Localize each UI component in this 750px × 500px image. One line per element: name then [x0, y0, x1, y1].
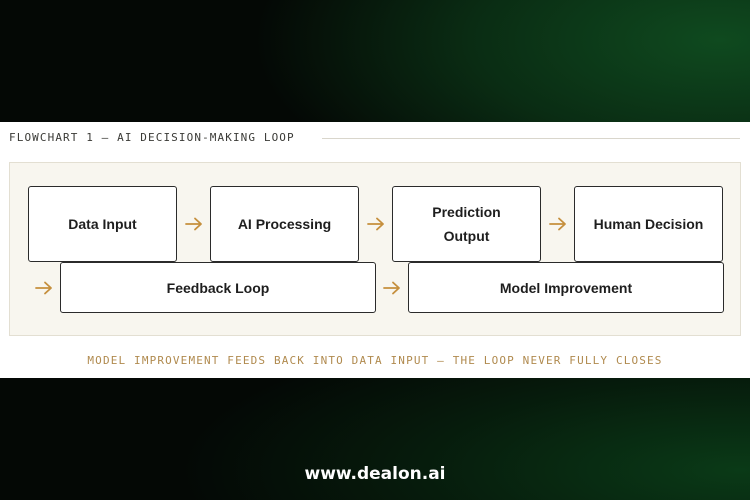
node-label: Feedback Loop: [166, 279, 270, 296]
flowchart-panel: FLOWCHART 1 — AI DECISION-MAKING LOOP Da…: [0, 122, 750, 378]
arrow-right-icon: [35, 281, 52, 295]
flowchart-caption: MODEL IMPROVEMENT FEEDS BACK INTO DATA I…: [87, 354, 663, 367]
node-label: AI Processing: [237, 216, 332, 232]
footer-url: www.dealon.ai: [304, 464, 446, 484]
flowchart-title: FLOWCHART 1 — AI DECISION-MAKING LOOP: [9, 131, 295, 144]
arrow-right-icon: [367, 217, 384, 231]
node-label: Data Input: [68, 216, 137, 232]
arrow-right-icon: [185, 217, 202, 231]
node-data-input: Data Input: [28, 186, 177, 262]
arrow-right-icon: [549, 217, 566, 231]
node-model-improvement: Model Improvement: [408, 262, 724, 313]
title-divider: [322, 138, 740, 139]
node-human-decision: Human Decision: [574, 186, 723, 262]
arrow-right-icon: [383, 281, 400, 295]
node-prediction-output: Prediction Output: [392, 186, 541, 262]
flow-area: Data Input AI Processing Prediction Outp…: [9, 162, 741, 336]
node-ai-processing: AI Processing: [210, 186, 359, 262]
node-label: Model Improvement: [499, 279, 633, 296]
node-label-line-1: Prediction: [432, 204, 501, 220]
node-label: Human Decision: [593, 216, 704, 232]
node-feedback-loop: Feedback Loop: [60, 262, 376, 313]
node-label-line-2: Output: [443, 228, 490, 244]
